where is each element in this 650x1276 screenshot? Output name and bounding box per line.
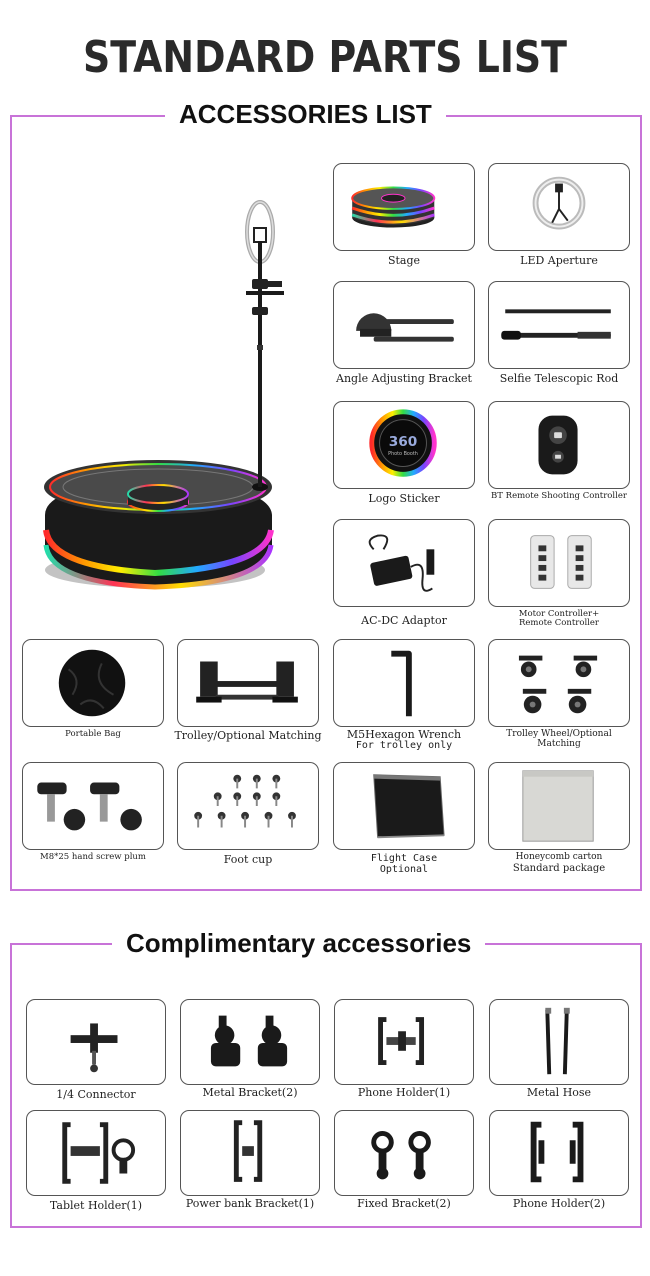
flight-case-label-1: Flight Case: [370, 853, 438, 864]
svg-text:Photo Booth: Photo Booth: [388, 451, 418, 457]
carton-label-1: Honeycomb carton: [515, 852, 603, 862]
metal-bracket-image: [180, 999, 320, 1085]
metal-bracket-label: Metal Bracket(2): [202, 1086, 298, 1099]
photo-booth-image: [40, 195, 290, 595]
complimentary-heading: Complimentary accessories: [112, 928, 486, 959]
carton-label-2: Standard package: [512, 863, 606, 874]
tablet-holder-label: Tablet Holder(1): [49, 1199, 143, 1212]
stage-label: Stage: [387, 254, 421, 267]
logo-sticker-label: Logo Sticker: [368, 492, 440, 505]
portable-bag-image: [22, 639, 164, 727]
connector-label: 1/4 Connector: [56, 1088, 136, 1101]
foot-cup-image: [177, 762, 319, 850]
trolley-wheel-label-1: Trolley Wheel/Optional: [506, 729, 612, 739]
hand-screw-label: M8*25 hand screw plum: [40, 852, 146, 862]
trolley-image: [177, 639, 319, 727]
svg-text:360: 360: [389, 434, 418, 450]
power-bank-bracket-image: [180, 1110, 320, 1196]
foot-cup-label: Foot cup: [223, 853, 273, 866]
power-bank-bracket-label: Power bank Bracket(1): [185, 1197, 315, 1210]
angle-bracket-image: [333, 281, 475, 369]
phone-holder-1-image: [334, 999, 474, 1085]
trolley-wheel-label-2: Matching: [537, 739, 581, 749]
trolley-label: Trolley/Optional Matching: [174, 729, 322, 742]
portable-bag-label: Portable Bag: [65, 729, 121, 739]
phone-holder-1-label: Phone Holder(1): [357, 1086, 451, 1099]
flight-case-image: [333, 762, 475, 850]
trolley-wheel-image: [488, 639, 630, 727]
stage-image: [333, 163, 475, 251]
led-aperture-image: [488, 163, 630, 251]
motor-controller-label-2: Remote Controller: [519, 618, 599, 628]
hex-wrench-label-2: For trolley only: [355, 740, 453, 751]
hand-screw-image: [22, 762, 164, 850]
metal-hose-label: Metal Hose: [526, 1086, 592, 1099]
adaptor-label: AC-DC Adaptor: [361, 614, 447, 627]
bt-remote-image: [488, 401, 630, 489]
metal-hose-image: [489, 999, 629, 1085]
page-title: STANDARD PARTS LIST: [83, 32, 567, 83]
accessories-heading: ACCESSORIES LIST: [165, 99, 446, 130]
motor-controller-label-1: Motor Controller+: [518, 609, 600, 619]
bt-remote-label: BT Remote Shooting Controller: [491, 491, 627, 501]
hex-wrench-label-1: M5Hexagon Wrench: [346, 728, 462, 741]
hex-wrench-image: [333, 639, 475, 727]
phone-holder-2-image: [489, 1110, 629, 1196]
angle-bracket-label: Angle Adjusting Bracket: [336, 372, 472, 385]
tablet-holder-image: [26, 1110, 166, 1196]
selfie-rod-image: [488, 281, 630, 369]
fixed-bracket-image: [334, 1110, 474, 1196]
carton-image: [488, 762, 630, 850]
phone-holder-2-label: Phone Holder(2): [512, 1197, 606, 1210]
connector-image: [26, 999, 166, 1085]
selfie-rod-label: Selfie Telescopic Rod: [499, 372, 619, 385]
led-aperture-label: LED Aperture: [520, 254, 598, 267]
motor-controller-image: [488, 519, 630, 607]
adaptor-image: [333, 519, 475, 607]
fixed-bracket-label: Fixed Bracket(2): [357, 1197, 451, 1210]
flight-case-label-2: Optional: [379, 864, 429, 875]
